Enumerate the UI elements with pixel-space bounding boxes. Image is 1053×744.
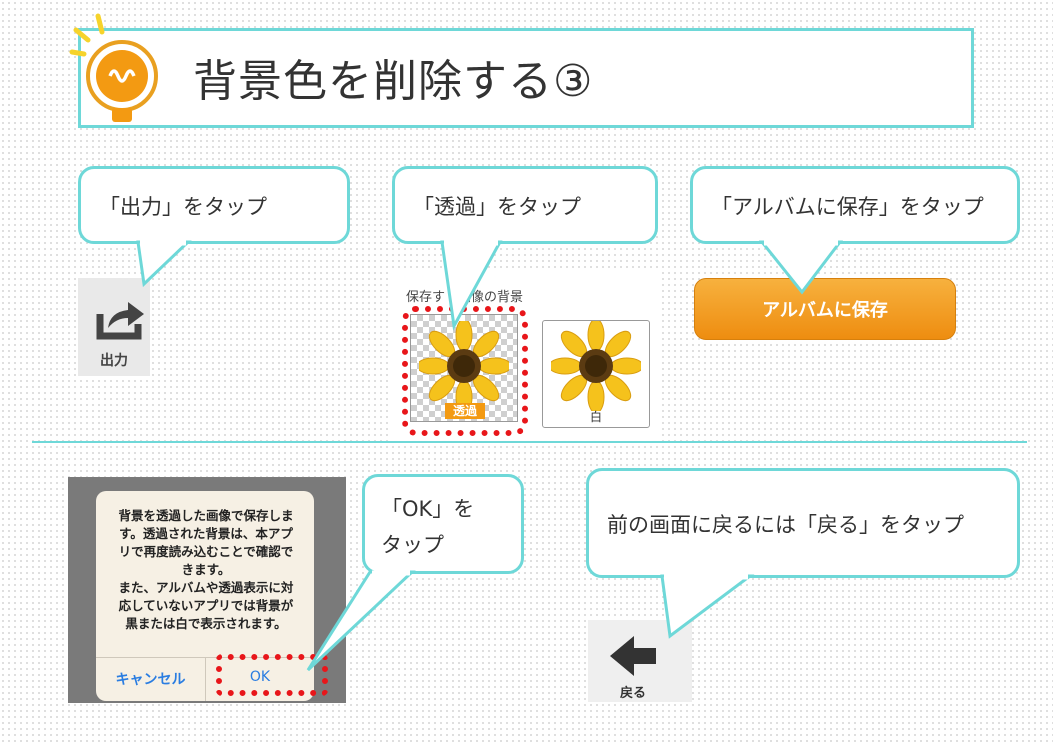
callout-output-tail [136,240,192,288]
section-divider [32,441,1027,443]
callout-back-tail [660,574,755,639]
save-dialog-screenshot: 背景を透過した画像で保存しま す。透過された背景は、本アプ リで再度読み込むこと… [68,477,346,703]
back-label: 戻る [619,686,646,701]
dialog-message: 背景を透過した画像で保存しま す。透過された背景は、本アプ リで再度読み込むこと… [104,507,308,633]
dialog-message-line: 背景を透過した画像で保存しま [118,508,294,523]
callout-ok-line1: 「OK」を [381,497,475,521]
callout-ok-line2: タップ [381,533,444,557]
save-to-album-button[interactable]: アルバムに保存 [694,278,956,340]
callout-output: 「出力」をタップ [78,166,350,244]
dialog-message-line: きます。 [181,562,231,577]
confirm-dialog: 背景を透過した画像で保存しま す。透過された背景は、本アプ リで再度読み込むこと… [96,491,314,701]
option-white[interactable]: 白 [542,320,650,428]
dialog-message-line: す。透過された背景は、本アプ [119,526,293,541]
save-background-panel: 保存す 画像の背景 透過 [392,270,660,442]
callout-transparent-text: 「透過」をタップ [413,195,581,219]
callout-ok: 「OK」を タップ [362,474,524,574]
option-transparent[interactable]: 透過 [410,314,518,422]
dialog-message-line: リで再度読み込むことで確認で [118,544,294,559]
share-label: 出力 [100,353,128,369]
callout-album: 「アルバムに保存」をタップ [690,166,1020,244]
callout-transparent-tail [440,240,503,331]
share-output-button[interactable]: 出力 [78,278,150,376]
callout-back: 前の画面に戻るには「戻る」をタップ [586,468,1020,578]
dialog-message-line: また、アルバムや透過表示に対 [118,580,294,595]
dialog-cancel-button[interactable]: キャンセル [115,672,186,688]
title-banner: 背景色を削除する③ [78,28,974,128]
callout-album-text: 「アルバムに保存」をタップ [711,195,984,219]
callout-ok-tail [306,570,416,672]
dialog-button-separator [205,657,206,701]
highlight-ok [216,654,328,696]
dialog-message-line: 応していないアプリでは背景が [118,598,294,613]
callout-back-text: 前の画面に戻るには「戻る」をタップ [607,513,964,537]
callout-album-tail [758,240,844,295]
dialog-message-line: 黒または白で表示されます。 [125,616,287,631]
dialog-ok-button[interactable]: OK [249,669,271,685]
callout-output-text: 「出力」をタップ [99,195,267,219]
page-title: 背景色を削除する③ [193,56,594,107]
callout-transparent: 「透過」をタップ [392,166,658,244]
lightbulb-icon [69,13,158,122]
option-white-caption: 白 [589,410,602,424]
share-icon [96,302,144,340]
back-arrow-icon [610,636,656,676]
option-transparent-caption: 透過 [445,403,485,419]
sunflower-image [551,321,641,411]
